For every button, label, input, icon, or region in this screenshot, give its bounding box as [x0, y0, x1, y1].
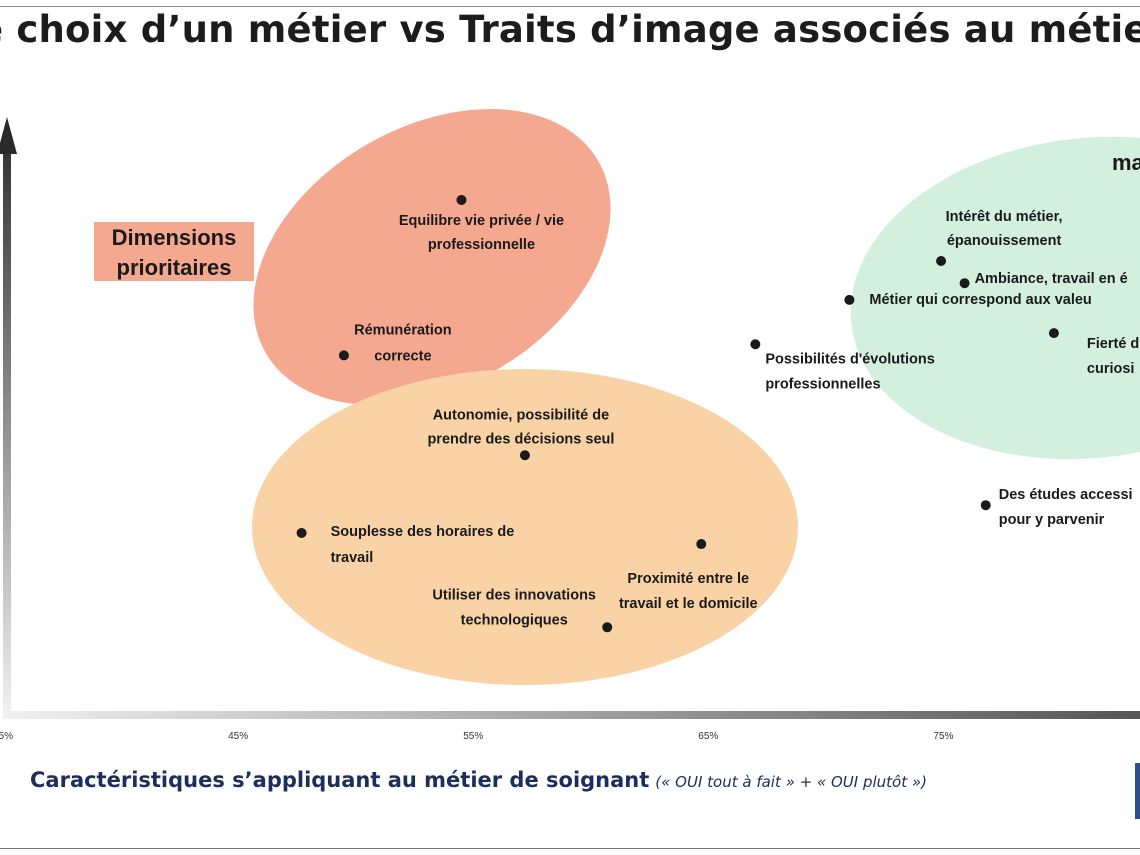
page-title: e choix d’un métier vs Traits d’image as… — [0, 8, 1140, 51]
data-point — [1048, 328, 1059, 339]
data-point — [980, 500, 991, 511]
top-rule — [0, 6, 1140, 7]
data-point — [456, 194, 467, 205]
y-axis-arrow-head — [0, 117, 17, 154]
x-axis-caption: Caractéristiques s’appliquant au métier … — [30, 768, 927, 792]
priority-label-line-1: Dimensions — [112, 225, 237, 250]
x-tick-label: 35% — [0, 731, 13, 742]
priority-label-line-2: prioritaires — [117, 255, 232, 280]
point-label: Intérêt du métier,épanouissement — [946, 209, 1063, 249]
bottom-rule — [0, 848, 1140, 849]
x-tick-label: 75% — [933, 731, 953, 742]
data-point — [844, 294, 855, 305]
cluster-ellipse-priority — [253, 109, 611, 405]
y-axis — [3, 140, 11, 713]
main-group-label: ma — [1112, 150, 1140, 175]
cluster-ellipse-main — [850, 136, 1140, 460]
data-point — [602, 622, 613, 633]
right-edge-tab — [1135, 763, 1140, 819]
data-point — [296, 527, 307, 538]
x-axis-caption-note: (« OUI tout à fait » + « OUI plutôt ») — [655, 773, 927, 791]
point-label: Fierté du mcuriosi — [1087, 336, 1140, 377]
x-tick-label: 65% — [698, 731, 718, 742]
x-tick-label: 55% — [463, 731, 483, 742]
cluster-ellipse-secondary — [252, 369, 798, 685]
data-point — [936, 256, 947, 266]
point-label: Métier qui correspond aux valeu — [869, 292, 1091, 308]
priority-label-box — [94, 222, 254, 281]
x-axis — [3, 711, 1140, 719]
data-point — [750, 339, 761, 350]
data-point — [338, 350, 349, 361]
point-label: Ambiance, travail en é — [975, 271, 1128, 287]
x-tick-label: 45% — [228, 731, 248, 742]
data-point — [959, 278, 970, 289]
data-point — [519, 450, 530, 461]
x-axis-caption-main: Caractéristiques s’appliquant au métier … — [30, 768, 650, 792]
data-point — [696, 539, 707, 550]
